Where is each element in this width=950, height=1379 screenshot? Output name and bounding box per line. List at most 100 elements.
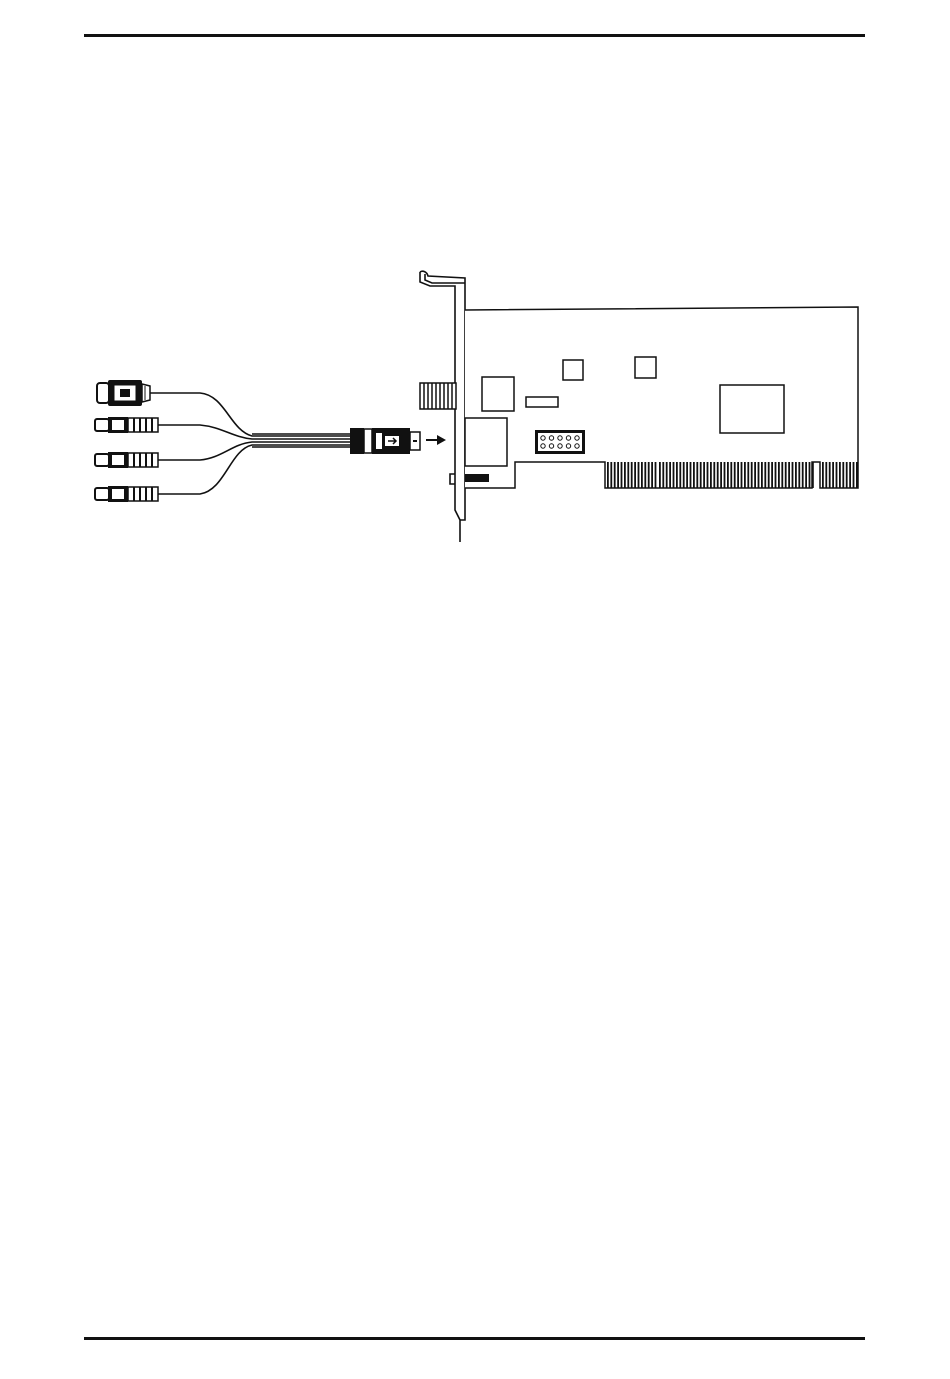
- edge-finger: [764, 462, 766, 488]
- edge-finger: [822, 462, 824, 488]
- edge-finger: [720, 462, 722, 488]
- svideo-connector: [97, 380, 150, 406]
- edge-finger: [707, 462, 709, 488]
- edge-finger: [693, 462, 695, 488]
- footer-rule: [84, 1337, 865, 1340]
- header-pin: [575, 436, 579, 440]
- edge-finger: [832, 462, 834, 488]
- edge-finger: [846, 462, 848, 488]
- edge-finger: [696, 462, 698, 488]
- header-pin: [541, 444, 545, 448]
- antenna-connector: [420, 383, 456, 409]
- edge-finger: [853, 462, 855, 488]
- edge-finger: [758, 462, 760, 488]
- edge-finger: [713, 462, 715, 488]
- edge-finger: [617, 462, 619, 488]
- edge-finger: [666, 462, 668, 488]
- chip-1: [563, 360, 583, 380]
- edge-finger: [662, 462, 664, 488]
- edge-finger: [775, 462, 777, 488]
- edge-finger: [812, 462, 814, 488]
- rca-connector-3: [95, 486, 158, 502]
- edge-finger: [676, 462, 678, 488]
- edge-finger: [798, 462, 800, 488]
- edge-finger: [771, 462, 773, 488]
- edge-finger: [792, 462, 794, 488]
- header-pin: [549, 444, 553, 448]
- edge-finger: [802, 462, 804, 488]
- edge-finger: [781, 462, 783, 488]
- edge-finger: [607, 462, 609, 488]
- status-block: [465, 474, 489, 482]
- edge-finger: [631, 462, 633, 488]
- edge-finger: [644, 462, 646, 488]
- edge-finger: [737, 462, 739, 488]
- circuit-board: [465, 307, 858, 488]
- edge-finger: [839, 462, 841, 488]
- edge-finger: [610, 462, 612, 488]
- rca-wire-1: [158, 425, 350, 439]
- tuner-can: [482, 377, 514, 411]
- edge-finger: [614, 462, 616, 488]
- edge-finger: [703, 462, 705, 488]
- rca-wire-3: [158, 445, 350, 494]
- edge-finger: [747, 462, 749, 488]
- edge-finger: [690, 462, 692, 488]
- edge-finger: [651, 462, 653, 488]
- header-pin: [549, 436, 553, 440]
- edge-finger: [751, 462, 753, 488]
- edge-finger: [836, 462, 838, 488]
- edge-finger: [641, 462, 643, 488]
- header-pin: [558, 436, 562, 440]
- edge-finger: [734, 462, 736, 488]
- edge-finger: [683, 462, 685, 488]
- edge-finger: [624, 462, 626, 488]
- edge-finger: [679, 462, 681, 488]
- header-pin: [566, 444, 570, 448]
- breakout-cable: [150, 393, 350, 494]
- video-in-socket: [465, 418, 507, 466]
- header-pin: [575, 444, 579, 448]
- svideo-wire: [150, 393, 350, 436]
- edge-finger: [648, 462, 650, 488]
- edge-finger: [727, 462, 729, 488]
- edge-finger: [805, 462, 807, 488]
- edge-finger: [785, 462, 787, 488]
- edge-finger: [621, 462, 623, 488]
- decoder-chip: [720, 385, 784, 433]
- header-pin: [558, 444, 562, 448]
- edge-finger: [669, 462, 671, 488]
- mini-din-plug: [350, 428, 420, 454]
- edge-finger: [717, 462, 719, 488]
- insert-arrow-icon: [426, 435, 446, 445]
- edge-finger: [825, 462, 827, 488]
- edge-finger: [778, 462, 780, 488]
- edge-finger: [710, 462, 712, 488]
- header-pin: [566, 436, 570, 440]
- edge-finger: [741, 462, 743, 488]
- edge-finger: [673, 462, 675, 488]
- edge-finger: [849, 462, 851, 488]
- edge-finger: [655, 462, 657, 488]
- edge-finger: [768, 462, 770, 488]
- pin-header: [535, 430, 585, 454]
- crystal: [526, 397, 558, 407]
- header-pin: [541, 436, 545, 440]
- edge-finger: [659, 462, 661, 488]
- edge-finger: [761, 462, 763, 488]
- edge-finger: [795, 462, 797, 488]
- pci-card: [420, 271, 858, 542]
- edge-finger: [627, 462, 629, 488]
- edge-finger: [856, 462, 858, 488]
- edge-finger: [634, 462, 636, 488]
- edge-finger: [700, 462, 702, 488]
- edge-finger: [829, 462, 831, 488]
- edge-finger: [686, 462, 688, 488]
- edge-finger: [744, 462, 746, 488]
- rca-connector-1: [95, 417, 158, 433]
- edge-finger: [754, 462, 756, 488]
- edge-finger: [842, 462, 844, 488]
- rca-connector-2: [95, 452, 158, 468]
- chip-2: [635, 357, 656, 378]
